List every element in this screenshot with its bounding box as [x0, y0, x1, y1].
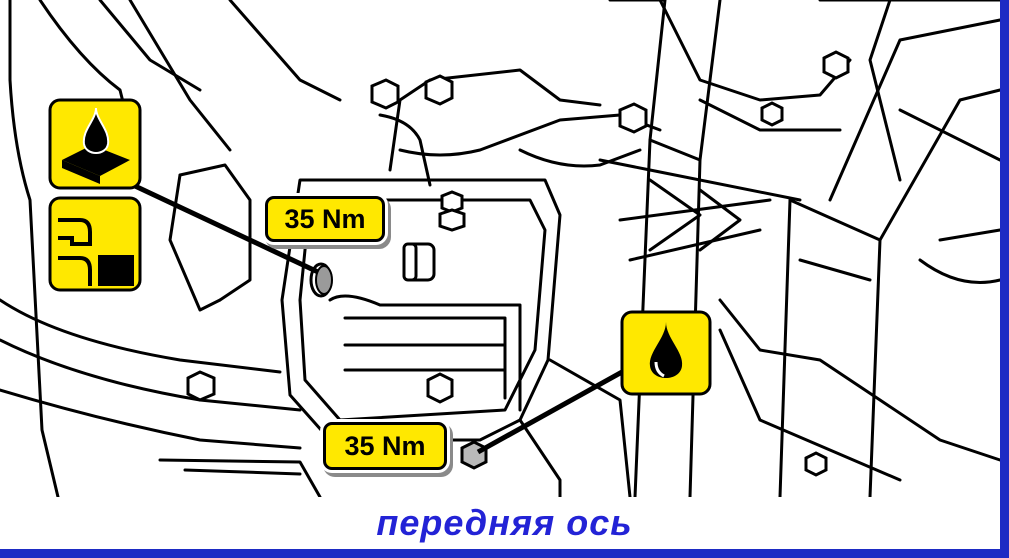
caption-text: передняя ось	[376, 502, 633, 543]
torque-callout-drain-plug: 35 Nm	[323, 422, 447, 470]
frame-border-bottom	[0, 549, 1009, 558]
fill-plug-icon	[48, 196, 142, 292]
oil-fill-level-icon	[48, 98, 142, 190]
fill-plug-leader-line	[116, 175, 320, 275]
oil-drain-icon	[620, 310, 712, 396]
frame-border-right	[1000, 0, 1009, 558]
torque-callout-fill-plug: 35 Nm	[265, 196, 385, 242]
caption-bar: передняя ось	[0, 497, 1009, 549]
drain-plug	[460, 440, 488, 470]
drain-plug-leader-line	[476, 359, 642, 455]
